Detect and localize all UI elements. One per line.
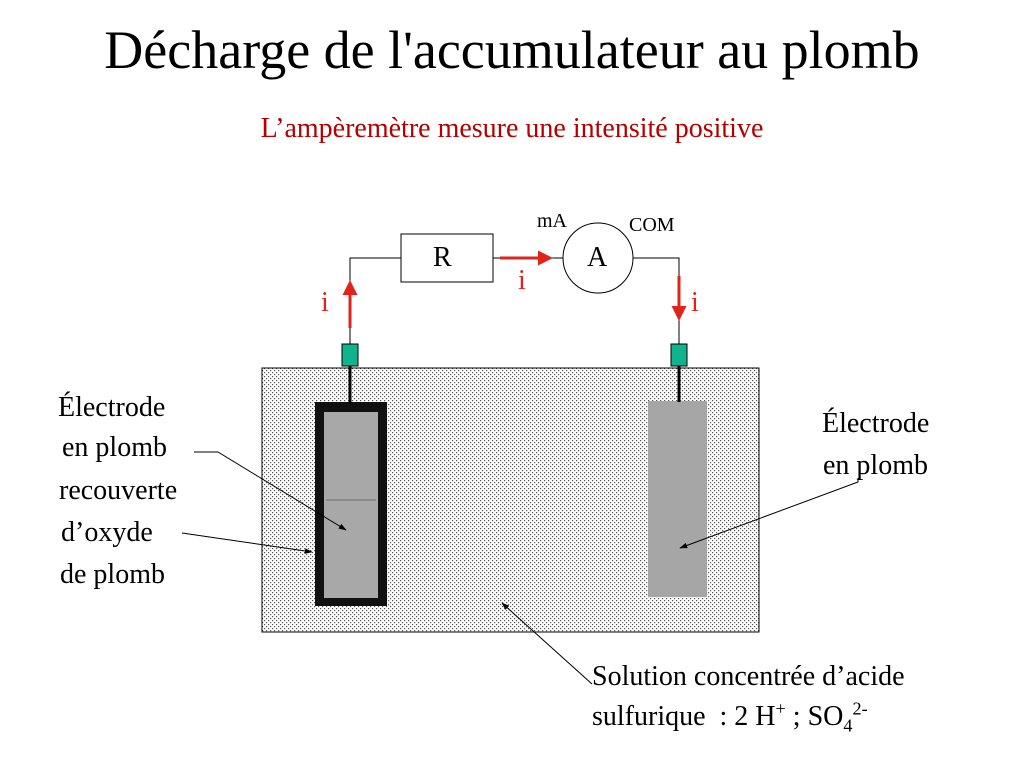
ammeter-terminal-ma: mA bbox=[537, 210, 567, 232]
pointer-left-electrode-plate bbox=[194, 451, 347, 531]
left-electrode-label-line5: de plomb bbox=[60, 559, 165, 590]
page-subtitle: L’ampèremètre mesure une intensité posit… bbox=[260, 113, 764, 144]
wire-left bbox=[349, 257, 401, 344]
right-electrode-plate bbox=[648, 401, 707, 597]
ammeter-label: A bbox=[587, 242, 608, 273]
ammeter bbox=[562, 222, 634, 294]
left-terminal bbox=[341, 343, 359, 367]
left-electrode-label-line1: Électrode bbox=[58, 392, 166, 423]
page-title: Décharge de l'accumulateur au plomb bbox=[104, 20, 920, 80]
left-electrode-plate bbox=[324, 412, 378, 598]
current-label-middle: i bbox=[518, 265, 526, 296]
pointer-right-electrode bbox=[679, 478, 859, 549]
left-electrode-label-line3: recouverte bbox=[59, 475, 178, 506]
pointer-solution bbox=[501, 602, 593, 685]
solution-label-line2: sulfurique : 2 H+ ; SO42- bbox=[592, 698, 868, 736]
right-electrode-label-line2: en plomb bbox=[823, 450, 928, 481]
resistor bbox=[400, 233, 494, 283]
resistor-label: R bbox=[433, 242, 452, 273]
right-electrode-label-line1: Électrode bbox=[822, 408, 930, 439]
current-label-left: i bbox=[321, 287, 329, 318]
current-label-right: i bbox=[691, 287, 699, 318]
right-terminal bbox=[670, 343, 688, 367]
pointer-left-electrode-coating bbox=[181, 532, 313, 554]
wire-right bbox=[633, 257, 680, 344]
left-electrode-label-line4: d’oxyde bbox=[61, 517, 153, 548]
left-electrode-label-line2: en plomb bbox=[62, 432, 167, 463]
ammeter-terminal-com: COM bbox=[629, 214, 675, 236]
solution-label-line1: Solution concentrée d’acide bbox=[592, 661, 905, 692]
